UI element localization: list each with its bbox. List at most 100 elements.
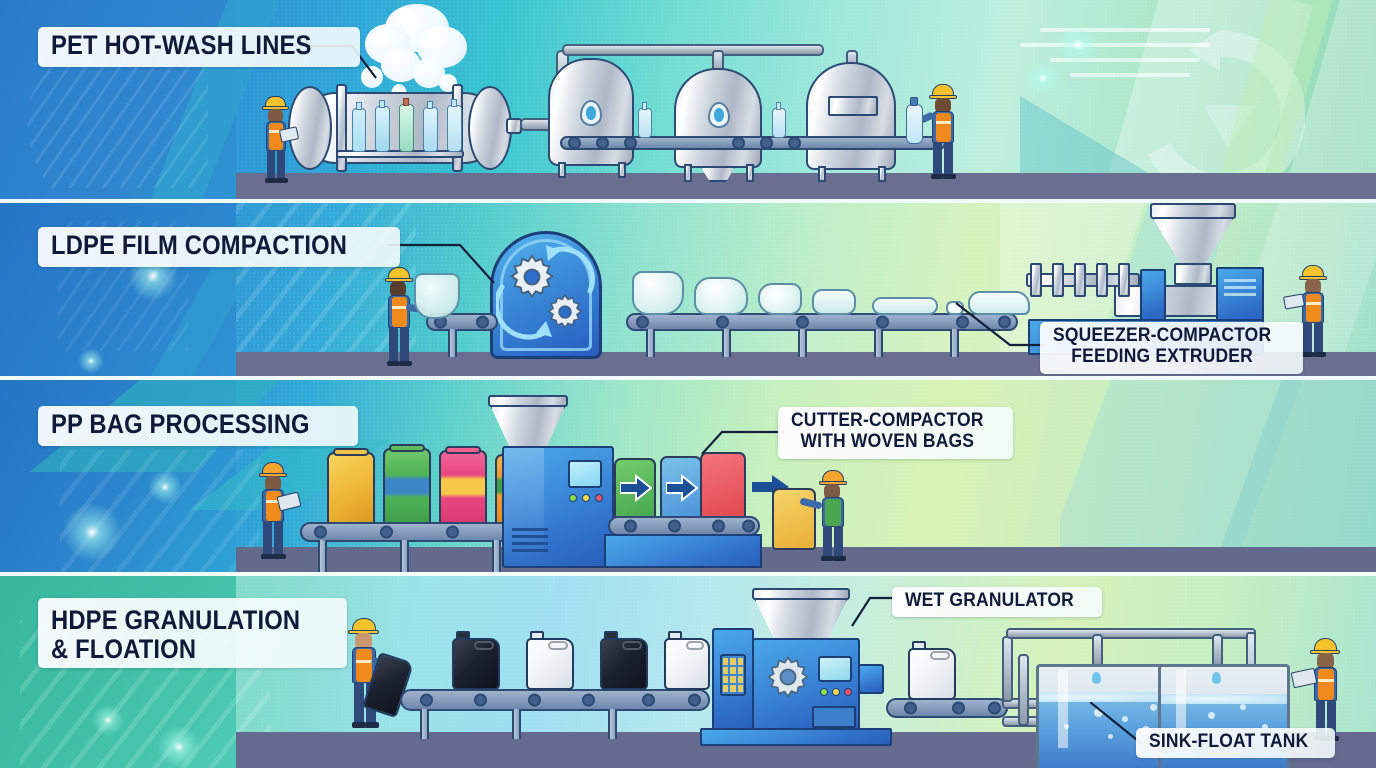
- screw-flight: [1052, 263, 1064, 297]
- wash-tank-1-leg: [558, 162, 566, 178]
- granulator-base: [700, 728, 892, 746]
- granulator-keypad-keys: [723, 658, 743, 692]
- band3-output-conveyor: [608, 516, 760, 536]
- jerrycan-handle: [622, 641, 642, 650]
- film-bag: [632, 271, 684, 315]
- band1-flare-b: [1025, 60, 1061, 96]
- wash-tank-1-droplet-fill: [586, 106, 596, 120]
- band3-callout-leader-line: [701, 430, 784, 455]
- band4-leg: [420, 709, 429, 739]
- band3-title-text: PP BAG PROCESSING: [51, 409, 310, 440]
- band4-callout-sink-float-plate: SINK-FLOAT TANK: [1136, 728, 1336, 758]
- wash-tank-1-leg: [618, 162, 626, 178]
- jerrycan-cap: [530, 631, 544, 640]
- indicator-light-red: [844, 688, 852, 696]
- band2-flare-b: [78, 348, 104, 374]
- band2-title-plate: LDPE FILM COMPACTION: [38, 227, 401, 267]
- hot-wash-vessel-cap-left: [288, 86, 332, 170]
- film-bag: [694, 277, 748, 315]
- band2-leg: [646, 329, 655, 357]
- pet-bottle: [423, 107, 438, 152]
- band-ldpe-film-compaction: LDPE FILM COMPACTION SQUEEZER-COMPACTOR …: [0, 203, 1376, 378]
- worker-lifting-jerrycan: [342, 618, 394, 730]
- band-hdpe-granulation-floation: HDPE GRANULATION & FLOATION WET GRANULAT…: [0, 576, 1376, 768]
- band3-leg: [318, 540, 327, 572]
- worker-inspecting-bottle: [919, 84, 964, 180]
- arrow-right-icon: [666, 474, 698, 502]
- band2-callout-plate: SQUEEZER-COMPACTOR FEEDING EXTRUDER: [1040, 322, 1304, 374]
- band1-hatch: [27, 58, 208, 188]
- band4-flare-a: [92, 704, 124, 736]
- band2-leg: [798, 329, 807, 357]
- band1-speed-lines: [1010, 26, 1220, 90]
- woven-bag-pink: [439, 450, 487, 526]
- woven-bag-green: [383, 448, 431, 526]
- jerrycan-handle: [548, 641, 568, 650]
- band3-output-conveyor-base: [604, 534, 762, 568]
- band4-output-conveyor: [886, 698, 1008, 718]
- cutter-vents: [512, 528, 548, 552]
- pet-bottle: [352, 108, 366, 152]
- wash-tank-3-leg: [818, 166, 826, 182]
- band3-flare-a: [148, 470, 182, 504]
- band4-callout-sink-float-leader: [1090, 702, 1143, 745]
- granulator-screen: [818, 656, 852, 682]
- separator-2: [0, 376, 1376, 380]
- wash-tank-3: [806, 62, 896, 170]
- band2-leg: [874, 329, 883, 357]
- band2-callout-leader-line: [955, 302, 1046, 347]
- worker-with-clipboard: [256, 96, 300, 183]
- tank2-downpipe: [1212, 634, 1223, 668]
- extruder-hopper-neck: [1174, 263, 1212, 285]
- band1-light-beams: [1020, 0, 1376, 201]
- film-sheet: [968, 291, 1030, 315]
- indicator-light-yellow: [832, 688, 840, 696]
- jerrycan-handle: [930, 651, 950, 660]
- gear-small-icon: [547, 294, 583, 329]
- screw-flight: [1096, 263, 1108, 297]
- band2-feed-leg: [448, 329, 457, 357]
- held-bottle: [906, 104, 923, 144]
- band4-flare-b: [158, 726, 200, 768]
- extruder-hopper: [1150, 203, 1236, 219]
- band3-leg: [400, 540, 409, 572]
- granulator-motor: [858, 664, 884, 694]
- band3-flare-b: [62, 502, 122, 562]
- band3-leg: [492, 540, 501, 572]
- granulator-blade-icon: [767, 656, 809, 698]
- tank2-light-streak: [1176, 670, 1186, 748]
- band2-leg: [950, 329, 959, 357]
- overhead-pipe: [562, 44, 824, 56]
- band1-title-text: PET HOT-WASH LINES: [51, 30, 312, 61]
- tank2-bubble: [1240, 704, 1246, 710]
- pet-bottle: [375, 106, 390, 152]
- woven-bag-pink-top: [445, 446, 481, 454]
- jerrycan-handle: [686, 641, 704, 650]
- cutter-compactor-body-shade: [504, 448, 544, 566]
- jerrycan-cap: [604, 631, 618, 640]
- woven-bag-green-top: [389, 444, 425, 452]
- tank1-bubble: [1150, 704, 1157, 711]
- tank1-bubble: [1064, 724, 1069, 729]
- worker-feeding-film: [378, 267, 427, 366]
- output-bag-red: [700, 452, 746, 520]
- steam-plume: [355, 4, 485, 119]
- band4-title-text: HDPE GRANULATION & FLOATION: [51, 605, 301, 665]
- band3-floor: [236, 547, 1376, 573]
- tank2-water-surface: [1161, 694, 1287, 704]
- band4-callout-wet-granulator-text: WET GRANULATOR: [905, 589, 1074, 611]
- rotation-arrow-up-icon: [546, 245, 595, 294]
- film-bag: [758, 283, 802, 315]
- pet-bottle-neck: [451, 99, 457, 107]
- indicator-light-green: [820, 688, 828, 696]
- band-pet-hot-wash: PET HOT-WASH LINES: [0, 0, 1376, 201]
- worker-with-laptop-pp: [252, 462, 302, 559]
- band4-title-plate: HDPE GRANULATION & FLOATION: [38, 598, 348, 668]
- worker-monitoring-tanks: [1290, 638, 1348, 742]
- worker-monitoring-extruder: [1283, 265, 1334, 357]
- band1-flare-a: [1055, 22, 1101, 68]
- wash-tank-2-leg: [684, 164, 692, 182]
- band1-conveyor: [560, 136, 946, 150]
- band1-floor: [236, 173, 1376, 201]
- jerrycan-cap: [912, 641, 926, 650]
